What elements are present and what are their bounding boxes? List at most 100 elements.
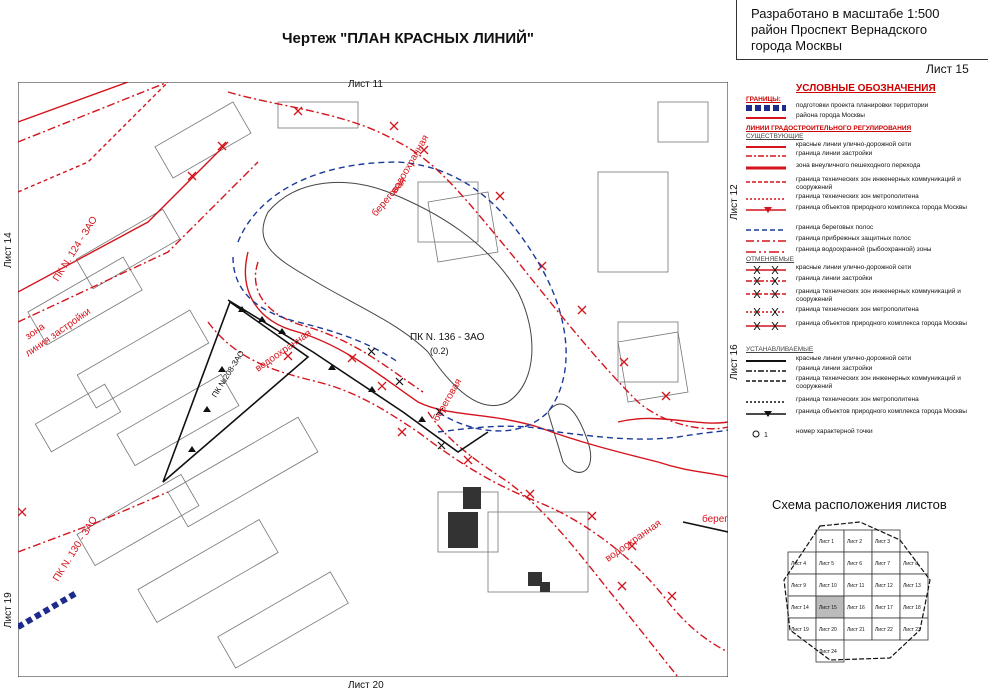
triangle-marker xyxy=(368,386,376,392)
x-marker xyxy=(18,507,27,517)
legend-text: подготовки проекта планировки территории xyxy=(796,102,929,109)
legend-text: граница водоохранной (рыбоохранной) зоны xyxy=(796,246,932,253)
black-line xyxy=(682,521,728,533)
legend-text: граница технических зон метрополитена xyxy=(796,193,919,200)
legend-text: граница линии застройки xyxy=(796,275,873,282)
scheme-sheet-label: Лист 1 xyxy=(819,539,834,545)
scheme-sheet-label: Лист 6 xyxy=(847,561,862,567)
building xyxy=(448,512,478,548)
building xyxy=(137,518,279,624)
pk136-sub-label: (0.2) xyxy=(430,346,449,356)
x-marker xyxy=(217,141,227,151)
district-boundary xyxy=(18,589,80,630)
scheme-sheet-label: Лист 23 xyxy=(903,627,921,633)
scheme-sheet-label: Лист 13 xyxy=(903,583,921,589)
legend-text: граница объектов природного комплекса го… xyxy=(796,320,967,327)
x-marker xyxy=(667,591,677,601)
x-marker xyxy=(367,347,376,356)
x-marker xyxy=(347,353,357,363)
legend-item: красные линии улично-дорожной сети xyxy=(742,141,986,153)
building xyxy=(27,256,143,346)
sheet-left-lower-label: Лист 19 xyxy=(3,592,14,628)
building xyxy=(417,181,479,243)
legend-sub-established: УСТАНАВЛИВАЕМЫЕ xyxy=(746,346,814,353)
building xyxy=(116,373,240,467)
legend-text: красные линии улично-дорожной сети xyxy=(796,141,912,148)
scheme-sheet-label: Лист 2 xyxy=(847,539,862,545)
scheme-sheet-label: Лист 5 xyxy=(819,561,834,567)
red-dashdot-line xyxy=(18,82,169,143)
legend-item: граница технических зон инженерных комму… xyxy=(742,288,986,304)
building xyxy=(597,171,669,273)
x-marker xyxy=(627,541,637,551)
x-marker xyxy=(187,171,197,181)
triangle-marker xyxy=(218,366,226,372)
triangle-marker xyxy=(278,328,286,334)
legend-item: граница технических зон метрополитена xyxy=(742,193,986,205)
legend-text: граница технических зон инженерных комму… xyxy=(796,288,961,303)
blue-boundaries xyxy=(232,161,728,440)
legend-text: граница объектов природного комплекса го… xyxy=(796,408,967,415)
triangle-marker xyxy=(203,406,211,412)
pk136-label: ПК N. 136 - ЗАО xyxy=(410,332,485,343)
scheme-sheet-label: Лист 3 xyxy=(875,539,890,545)
building xyxy=(75,208,181,290)
building xyxy=(154,101,252,179)
red-dashdot-line xyxy=(227,91,728,430)
legend-item: граница береговых полос xyxy=(742,224,986,236)
x-marker xyxy=(377,381,387,391)
sheet-right-upper-label: Лист 12 xyxy=(729,184,740,220)
blue-dashed-line xyxy=(232,256,399,363)
buildings-layer xyxy=(27,101,709,669)
black-boundaries xyxy=(162,299,728,533)
scheme-sheet-label: Лист 14 xyxy=(791,605,809,611)
boundary-symbol xyxy=(746,105,786,111)
scheme-sheet-cell xyxy=(815,639,845,663)
legend-sub-cancelled: ОТМЕНЯЕМЫЕ xyxy=(746,256,795,263)
pk208-boundary xyxy=(162,300,310,483)
scheme-title: Схема расположения листов xyxy=(772,497,947,512)
legend-item: граница линии застройки xyxy=(742,365,986,377)
building xyxy=(528,572,542,586)
legend-item: района города Москвы xyxy=(742,112,986,124)
black-x-markers xyxy=(367,347,446,450)
triangle-marker xyxy=(258,316,266,322)
scheme-district-outline xyxy=(783,521,931,661)
scheme-sheet-label: Лист 21 xyxy=(847,627,865,633)
drawing-title: Чертеж "ПЛАН КРАСНЫХ ЛИНИЙ" xyxy=(282,30,535,47)
legend-text: граница объектов природного комплекса го… xyxy=(796,204,967,211)
pond-outline xyxy=(262,182,533,407)
red-dashed-line xyxy=(18,82,169,193)
map-canvas[interactable]: ПК N. 136 - ЗАО (0.2) ПК №208-ЗАО ПК N. … xyxy=(18,82,728,677)
x-marker xyxy=(419,145,429,155)
scheme-sheet-label: Лист 15 xyxy=(819,605,837,611)
red-solid-line xyxy=(18,82,129,123)
red-solid-line xyxy=(244,251,728,478)
building xyxy=(540,582,550,592)
red-x-markers xyxy=(18,106,677,601)
building xyxy=(657,101,709,143)
legend-item: граница линии застройки xyxy=(742,275,986,287)
legend-item: красные линии улично-дорожной сети xyxy=(742,355,986,367)
x-marker xyxy=(395,377,404,386)
x-marker xyxy=(437,441,446,450)
scheme-sheet-label: Лист 16 xyxy=(847,605,865,611)
legend-item: граница объектов природного комплекса го… xyxy=(742,204,986,220)
black-triangles xyxy=(188,306,426,452)
boundary-symbol xyxy=(746,117,786,119)
x-marker xyxy=(397,427,407,437)
legend-text: граница технических зон инженерных комму… xyxy=(796,375,961,390)
legend-text: красные линии улично-дорожной сети xyxy=(796,355,912,362)
legend-item: граница технических зон метрополитена xyxy=(742,306,986,318)
legend-text: зона внеуличного пешеходного перехода xyxy=(796,162,921,169)
x-marker xyxy=(617,581,627,591)
triangle-marker xyxy=(238,306,246,312)
legend-item: граница технических зон инженерных комму… xyxy=(742,176,986,192)
stamp-city: города Москвы xyxy=(751,38,842,53)
building xyxy=(217,571,349,669)
x-marker xyxy=(495,191,505,201)
triangle-marker xyxy=(328,364,336,370)
red-dashdot-line xyxy=(18,491,169,553)
black-line xyxy=(227,299,489,453)
